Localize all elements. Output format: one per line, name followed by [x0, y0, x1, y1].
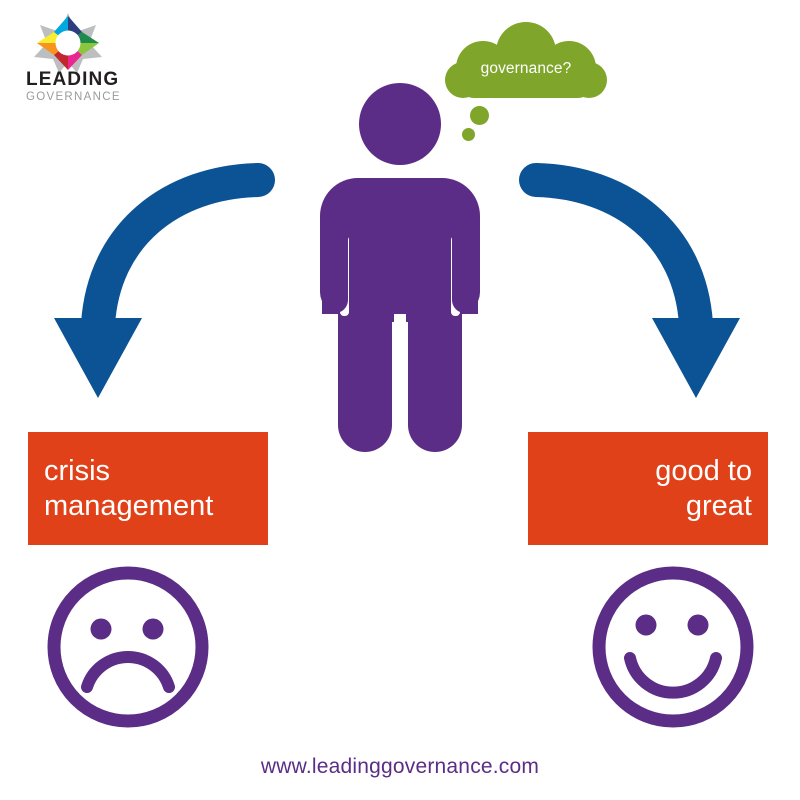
brand-wordmark: LEADING GOVERNANCE: [26, 70, 156, 105]
thought-cloud-icon: [445, 22, 607, 98]
brand-logo: LEADING GOVERNANCE: [18, 12, 158, 105]
brand-name-secondary: GOVERNANCE: [26, 91, 121, 103]
outcome-box-good-to-great: good to great: [528, 432, 768, 545]
sad-face-icon: [47, 566, 209, 728]
outcome-label-crisis-management: crisis management: [44, 454, 214, 522]
brand-name-primary: LEADING: [26, 69, 120, 90]
outcome-label-good-to-great: good to great: [655, 454, 752, 522]
person-standing-icon: [320, 83, 480, 454]
four-point-star-logo-icon: [34, 13, 102, 73]
curved-arrow-down-left-icon: [54, 163, 275, 398]
outcome-box-crisis-management: crisis management: [28, 432, 268, 545]
thought-bubble-small-icon: [462, 128, 475, 141]
website-url[interactable]: www.leadinggovernance.com: [260, 755, 540, 778]
curved-arrow-down-right-icon: [519, 163, 740, 398]
thought-bubble-large-icon: [470, 106, 489, 125]
happy-face-icon: [592, 566, 754, 728]
